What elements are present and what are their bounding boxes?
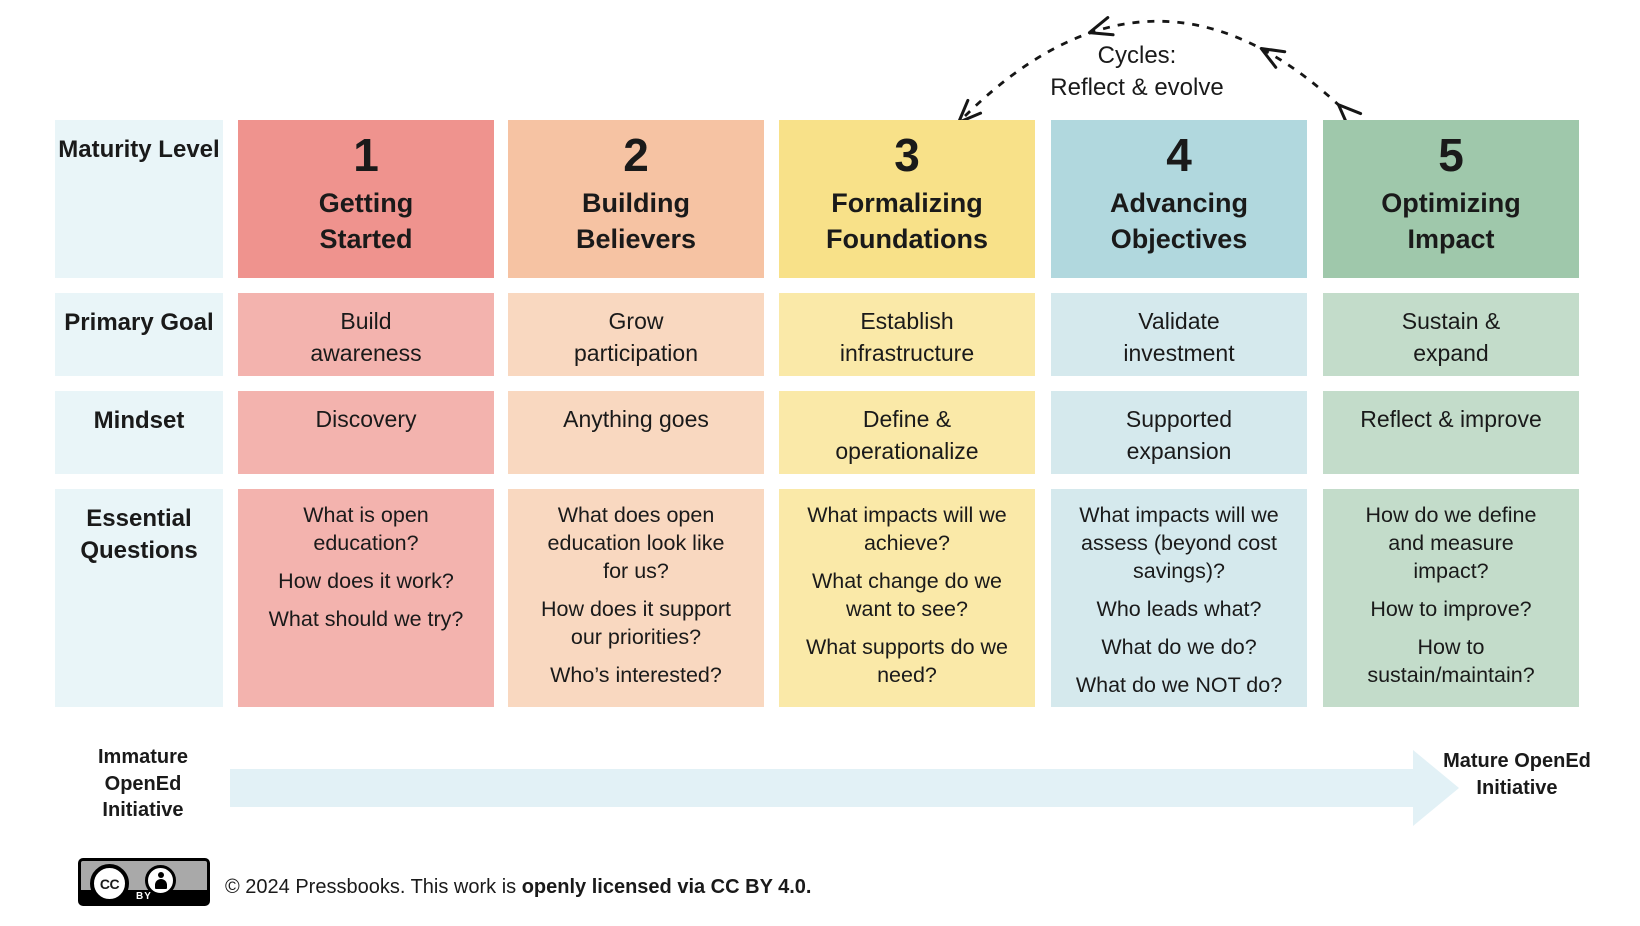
cycle-note-line1: Cycles:	[1097, 42, 1177, 69]
row-label-maturity-level: Maturity Level	[55, 120, 223, 278]
arrowhead-mid-left	[1087, 16, 1115, 37]
level-5-title: Optimizing Impact	[1381, 188, 1521, 254]
question: How to improve?	[1370, 596, 1532, 621]
level-2-questions: What does open education look like for u…	[508, 489, 764, 707]
question: How does it work?	[278, 568, 454, 593]
level-5-goal: Sustain & expand	[1323, 293, 1579, 376]
mature-label: Mature OpenEd Initiative	[1443, 750, 1591, 799]
level-4-number: 4	[1166, 129, 1192, 181]
level-3-header: 3 Formalizing Foundations	[779, 120, 1035, 278]
question: What do we NOT do?	[1075, 672, 1283, 697]
level-4-title: Advancing Objectives	[1109, 188, 1249, 254]
level-1-mindset: Discovery	[238, 391, 494, 474]
question: How does it support our priorities?	[540, 596, 731, 649]
question: Who leads what?	[1096, 596, 1262, 621]
question: How to sustain/maintain?	[1367, 634, 1535, 687]
question: What impacts will we achieve?	[807, 503, 1007, 555]
level-3-mindset: Define & operationalize	[779, 391, 1035, 474]
cc-icon: CC	[90, 864, 129, 903]
row-label-primary-goal: Primary Goal	[55, 293, 223, 376]
level-5-mindset: Reflect & improve	[1323, 391, 1579, 474]
level-1-goal: Build awareness	[238, 293, 494, 376]
question: What do we do?	[1101, 634, 1257, 659]
level-2-header: 2 Building Believers	[508, 120, 764, 278]
arrowhead-right-end	[1337, 103, 1363, 128]
level-2-number: 2	[623, 129, 649, 181]
license-statement: © 2024 Pressbooks. This work is openly l…	[225, 874, 811, 900]
immature-label: Immature OpenEd Initiative	[97, 746, 189, 822]
row-label-mindset: Mindset	[55, 391, 223, 474]
license-text-bold: openly licensed via CC BY 4.0	[521, 876, 806, 898]
level-4-goal: Validate investment	[1051, 293, 1307, 376]
cc-icon-text: CC	[99, 875, 120, 892]
cycle-arc	[964, 19, 1346, 117]
arrowhead-mid-right	[1259, 47, 1287, 69]
level-4-questions: What impacts will we assess (beyond cost…	[1051, 489, 1307, 707]
license-text-suffix: .	[805, 876, 812, 898]
question: What does open education look like for u…	[547, 503, 725, 583]
level-3-title: Formalizing Foundations	[826, 188, 988, 254]
level-3-number: 3	[894, 129, 920, 181]
level-1-number: 1	[353, 129, 379, 181]
level-1-title: Getting Started	[318, 188, 414, 254]
level-2-mindset: Anything goes	[508, 391, 764, 474]
question: What change do we want to see?	[811, 568, 1003, 621]
license-text-prefix: © 2024 Pressbooks. This work is	[225, 876, 522, 898]
maturity-arrow-head	[1413, 750, 1459, 826]
level-4-mindset: Supported expansion	[1051, 391, 1307, 474]
level-1-questions: What is open education? How does it work…	[238, 489, 494, 707]
level-3-questions: What impacts will we achieve? What chang…	[779, 489, 1035, 707]
question: Who’s interested?	[550, 662, 722, 687]
cc-by-license-badge: CC BY	[78, 858, 210, 906]
cycle-note-line2: Reflect & evolve	[1050, 73, 1224, 101]
level-5-header: 5 Optimizing Impact	[1323, 120, 1579, 278]
question: How do we define and measure impact?	[1365, 503, 1537, 583]
level-1-header: 1 Getting Started	[238, 120, 494, 278]
question: What supports do we need?	[806, 634, 1008, 687]
cycle-note: Cycles: Reflect & evolve	[1017, 40, 1257, 103]
level-3-goal: Establish infrastructure	[779, 293, 1035, 376]
level-5-questions: How do we define and measure impact? How…	[1323, 489, 1579, 707]
attribution-person-icon	[145, 865, 176, 896]
level-2-title: Building Believers	[575, 188, 697, 254]
row-label-essential-questions: Essential Questions	[55, 489, 223, 707]
question: What should we try?	[268, 606, 464, 631]
question: What is open education?	[303, 503, 429, 555]
level-5-number: 5	[1438, 129, 1464, 181]
maturity-arrow-shaft	[230, 769, 1413, 807]
level-4-header: 4 Advancing Objectives	[1051, 120, 1307, 278]
question: What impacts will we assess (beyond cost…	[1079, 503, 1279, 583]
level-2-goal: Grow participation	[508, 293, 764, 376]
